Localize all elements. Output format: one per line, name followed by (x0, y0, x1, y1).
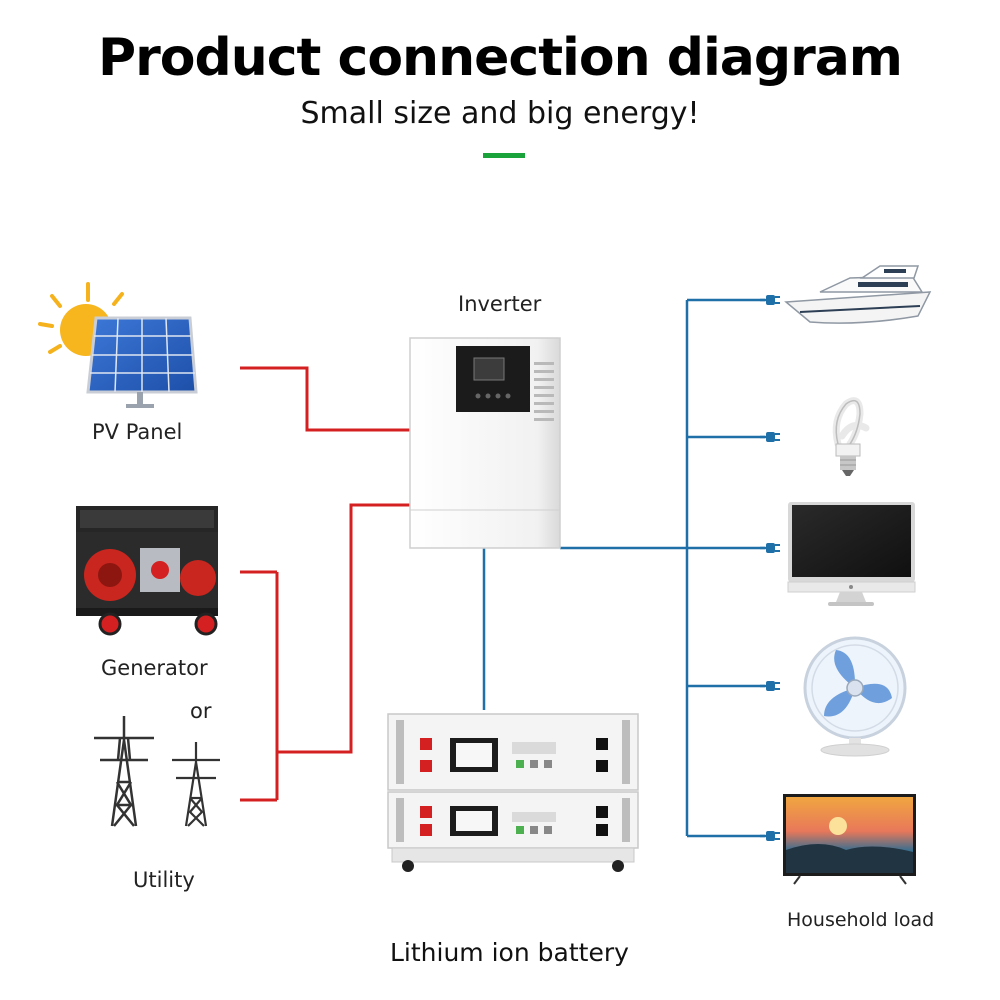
page-title: Product connection diagram (98, 28, 903, 88)
plug-icons (760, 295, 780, 841)
input-connection-lines (240, 366, 410, 802)
household-load-label: Household load (787, 909, 935, 931)
battery-module (387, 791, 639, 849)
plug-icon (760, 543, 780, 553)
fan-icon (803, 636, 907, 757)
battery-label: Lithium ion battery (390, 938, 629, 967)
yacht-icon (784, 265, 932, 324)
page-subtitle: Small size and big energy! (300, 96, 700, 131)
inverter-label: Inverter (458, 292, 542, 316)
accent-divider (483, 153, 525, 158)
inverter-device (409, 337, 561, 549)
monitor-icon (787, 502, 916, 606)
utility-label: Utility (133, 868, 195, 892)
output-connection-lines (482, 298, 765, 838)
power-tower-icon (172, 742, 220, 827)
pv-to-inverter-line (240, 366, 410, 432)
generator-icon (76, 506, 218, 636)
power-tower-icon (94, 716, 154, 827)
television-icon (783, 794, 916, 885)
solar-panel-icon (86, 316, 198, 408)
generator-label: Generator (101, 656, 208, 680)
plug-icon (760, 681, 780, 691)
plug-icon (760, 831, 780, 841)
plug-icon (760, 295, 780, 305)
pv-panel-label: PV Panel (92, 420, 183, 444)
inverter-to-ac-bus-line (277, 503, 410, 754)
battery-rack (387, 713, 639, 872)
or-label: or (190, 699, 212, 723)
battery-module (387, 713, 639, 791)
light-bulb-icon (832, 397, 870, 476)
plug-icon (760, 432, 780, 442)
